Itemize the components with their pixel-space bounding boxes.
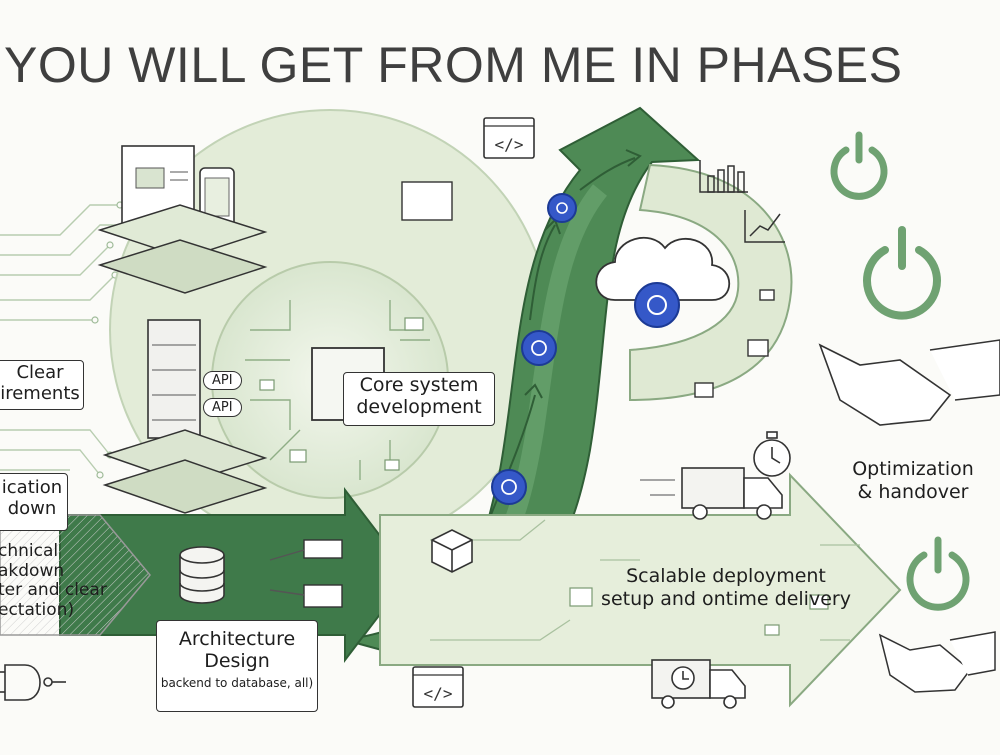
cloud-icon [595, 237, 730, 301]
label-line: ectation) [0, 599, 75, 620]
power-icon [830, 131, 888, 200]
handshake-icon [818, 339, 1000, 426]
api-tag-text: API [212, 400, 233, 415]
label-line: Design [204, 649, 270, 672]
server-base-layers [102, 429, 268, 514]
api-tag: API [203, 398, 242, 417]
label-line: & handover [857, 480, 969, 503]
delivery-truck-icon [651, 659, 746, 709]
label-line: down [7, 497, 57, 519]
clear-requirements-label: Clear irements [0, 360, 84, 410]
label-line: irements [0, 382, 80, 404]
label-line: backend to database, all) [160, 675, 314, 690]
db-table-cards [269, 539, 343, 608]
label-line: Core system [359, 374, 479, 396]
microchip-icon [401, 181, 775, 398]
svg-text:</>: </> [495, 135, 524, 154]
line-chart-icon [744, 210, 785, 243]
core-system-label: Core system development [343, 372, 495, 426]
label-line: chnical [0, 541, 59, 561]
bar-chart-icon [699, 160, 748, 193]
deployment-label: Scalable deployment setup and ontime del… [596, 565, 856, 611]
architecture-arrow [59, 487, 412, 663]
kubernetes-icon [491, 469, 527, 505]
label-line: Optimization [852, 458, 974, 480]
label-line: setup and ontime delivery [601, 587, 851, 610]
power-icon [863, 226, 941, 320]
database-icon [179, 546, 225, 604]
stacked-layers-icon [97, 204, 268, 294]
kubernetes-icon [547, 193, 577, 223]
hatched-arrow [0, 514, 151, 636]
api-tag: API [203, 371, 242, 390]
label-line: ication [1, 477, 63, 498]
power-icon [906, 536, 970, 611]
inner-disk-chips [259, 317, 424, 471]
left-circuit-traces [0, 204, 125, 476]
label-line: akdown [0, 560, 65, 581]
label-line: development [356, 395, 482, 418]
optimization-label: Optimization & handover [838, 458, 988, 504]
application-breakdown-label: ication down [0, 473, 68, 531]
kubernetes-icon [634, 282, 680, 328]
label-line: Architecture [178, 628, 296, 650]
page-title: YOU WILL GET FROM ME IN PHASES [4, 37, 903, 93]
technical-breakdown-label: chnical akdown ter and clear ectation) [0, 541, 107, 620]
delivery-truck-icon [640, 467, 783, 520]
architecture-design-label: Architecture Design backend to database,… [156, 620, 318, 712]
deployment-chips [569, 587, 829, 636]
handshake-icon [878, 631, 996, 693]
inner-disk-circuit [245, 300, 430, 480]
smartphone-icon [199, 167, 235, 229]
stopwatch-icon [753, 431, 791, 477]
api-tag-text: API [212, 373, 233, 388]
label-line: Clear [16, 362, 64, 383]
code-window-icon: </> [483, 117, 535, 159]
server-rack-icon [147, 319, 201, 439]
code-window-icon: </> [412, 666, 464, 708]
label-line: Scalable deployment [626, 565, 826, 587]
deployment-arrow [379, 472, 902, 708]
label-line: ter and clear [0, 580, 107, 601]
svg-text:</>: </> [424, 684, 453, 703]
kubernetes-icon [521, 330, 557, 366]
package-box-icon [431, 529, 473, 573]
logic-gate-icon [0, 664, 66, 701]
